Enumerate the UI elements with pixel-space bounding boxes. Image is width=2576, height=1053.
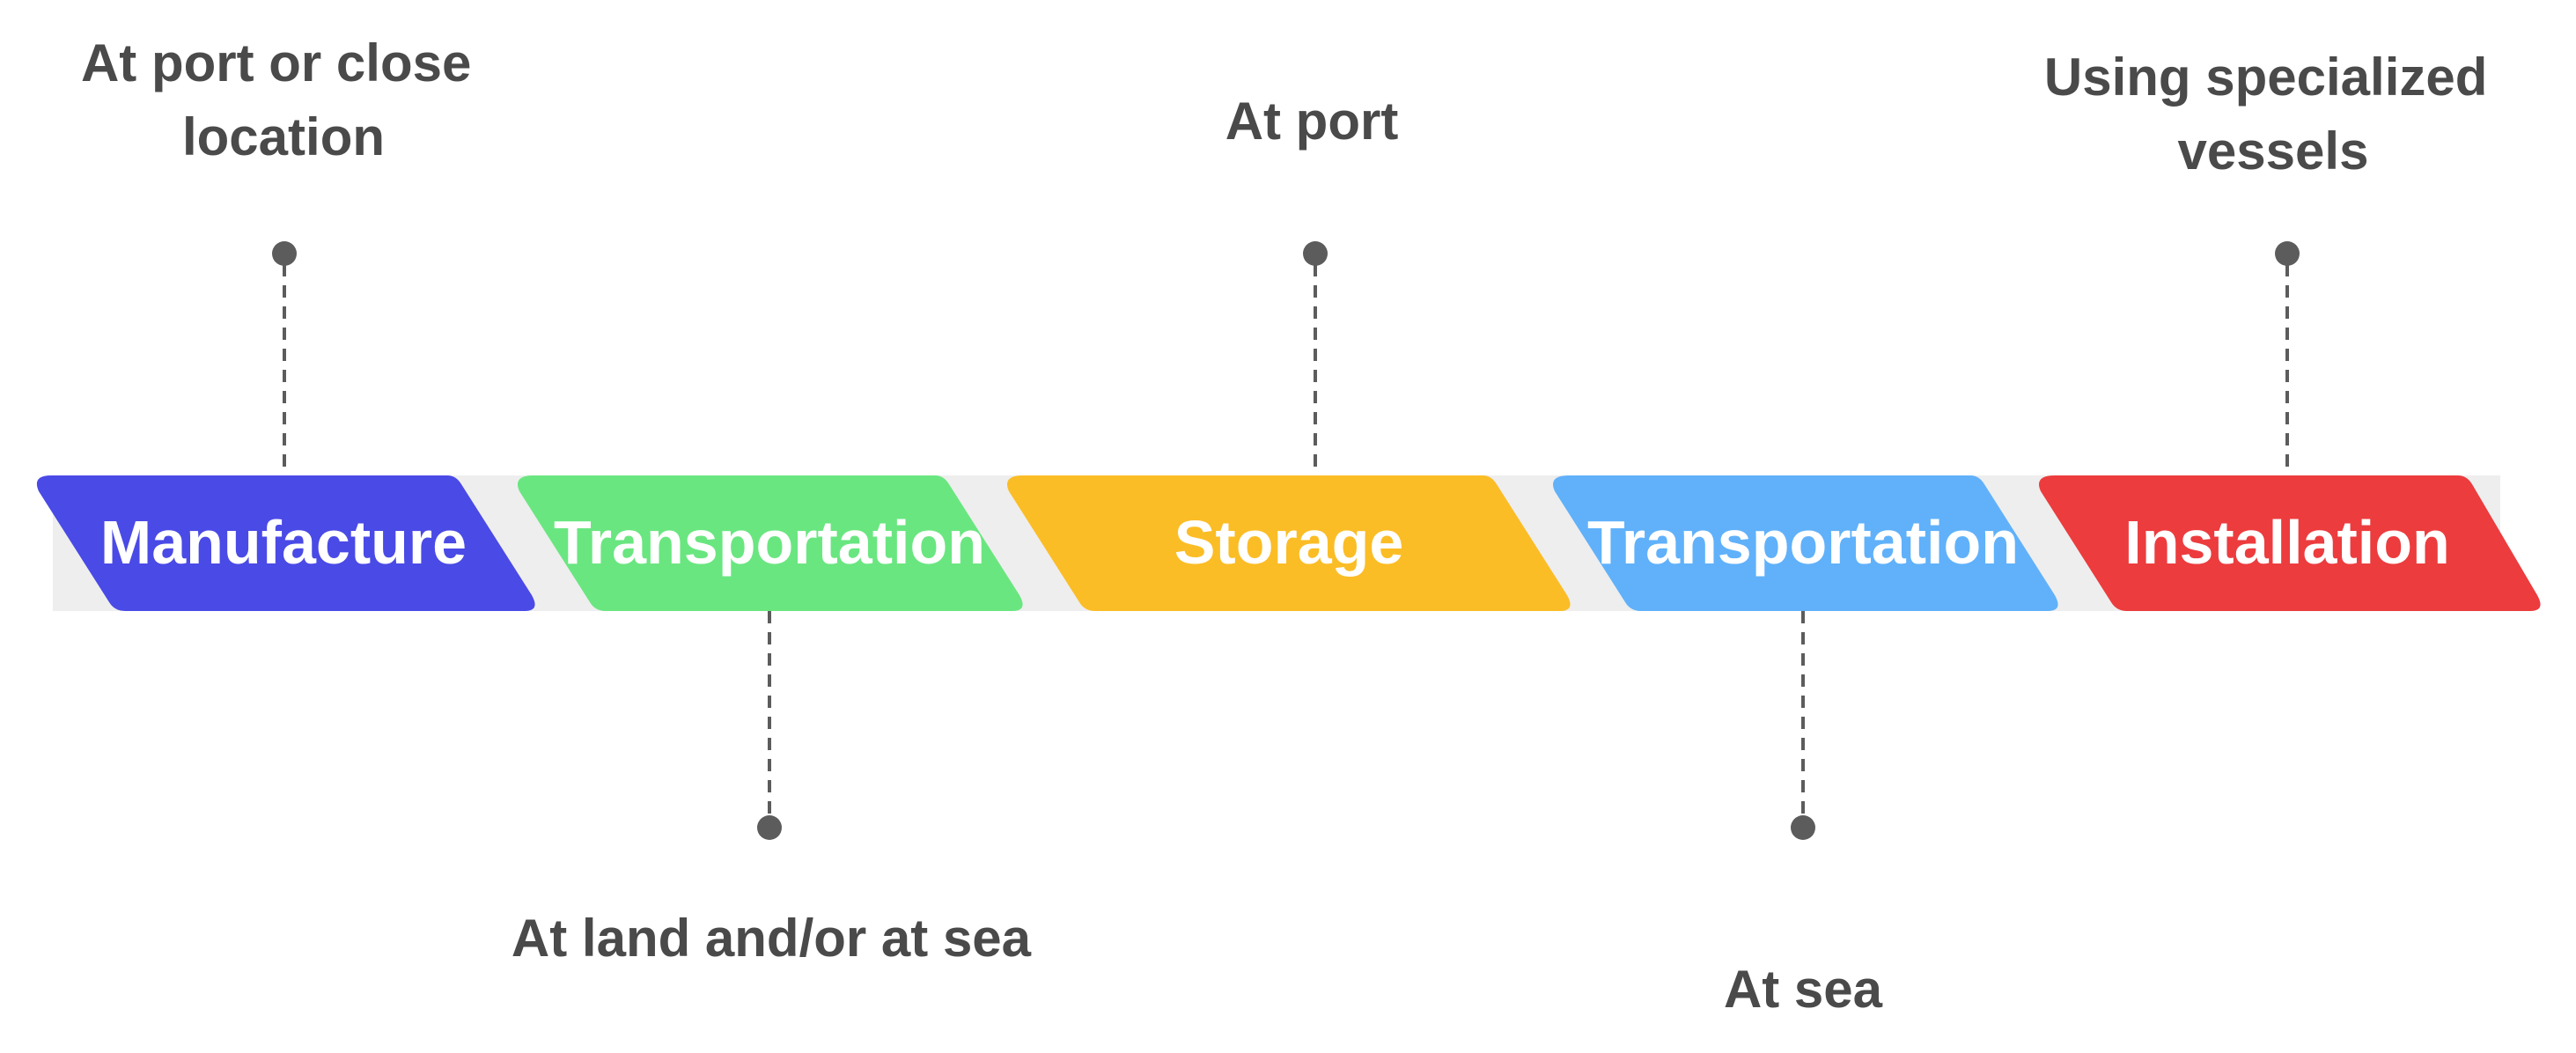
note-installation: Using specialized vessels (2044, 48, 2502, 180)
stage-transportation-land-shape (518, 475, 1023, 611)
connector-transportation-land (757, 611, 782, 840)
stage-installation-label: Installation (2124, 508, 2449, 577)
note-manufacture-line-2: location (182, 107, 385, 166)
note-manufacture: At port or close location (81, 33, 486, 166)
note-transportation-sea-line-1: At sea (1724, 960, 1883, 1019)
note-installation-line-2: vessels (2178, 122, 2369, 180)
stage-transportation-sea-shape (1553, 475, 2058, 611)
connector-dot (2275, 241, 2300, 266)
connector-dot (1303, 241, 1328, 266)
note-installation-line-1: Using specialized (2044, 48, 2488, 107)
note-transportation-land: At land and/or at sea (512, 909, 1032, 968)
connector-dot (757, 815, 782, 840)
stage-installation-shape (2039, 475, 2541, 611)
stage-manufacture-label: Manufacture (100, 508, 467, 577)
stage-manufacture-shape (36, 475, 535, 611)
connector-installation (2275, 241, 2300, 475)
stage-storage-shape (1007, 475, 1571, 611)
note-storage: At port (1225, 92, 1399, 151)
connector-dot (272, 241, 297, 266)
stage-manufacture: Manufacture (36, 475, 535, 611)
note-transportation-land-line-1: At land and/or at sea (512, 909, 1032, 968)
stage-transportation-land-label: Transportation (554, 508, 985, 577)
stage-installation: Installation (2039, 475, 2541, 611)
stage-storage: Storage (1007, 475, 1571, 611)
connector-dot (1791, 815, 1815, 840)
connector-storage (1303, 241, 1328, 475)
stage-transportation-sea-label: Transportation (1587, 508, 2019, 577)
stage-storage-label: Storage (1174, 508, 1404, 577)
connector-manufacture (272, 241, 297, 475)
note-manufacture-line-1: At port or close (81, 33, 471, 92)
note-transportation-sea: At sea (1724, 960, 1883, 1019)
note-storage-line-1: At port (1225, 92, 1399, 151)
stage-transportation-land: Transportation (518, 475, 1023, 611)
connector-transportation-sea (1791, 611, 1815, 840)
stage-transportation-sea: Transportation (1553, 475, 2058, 611)
